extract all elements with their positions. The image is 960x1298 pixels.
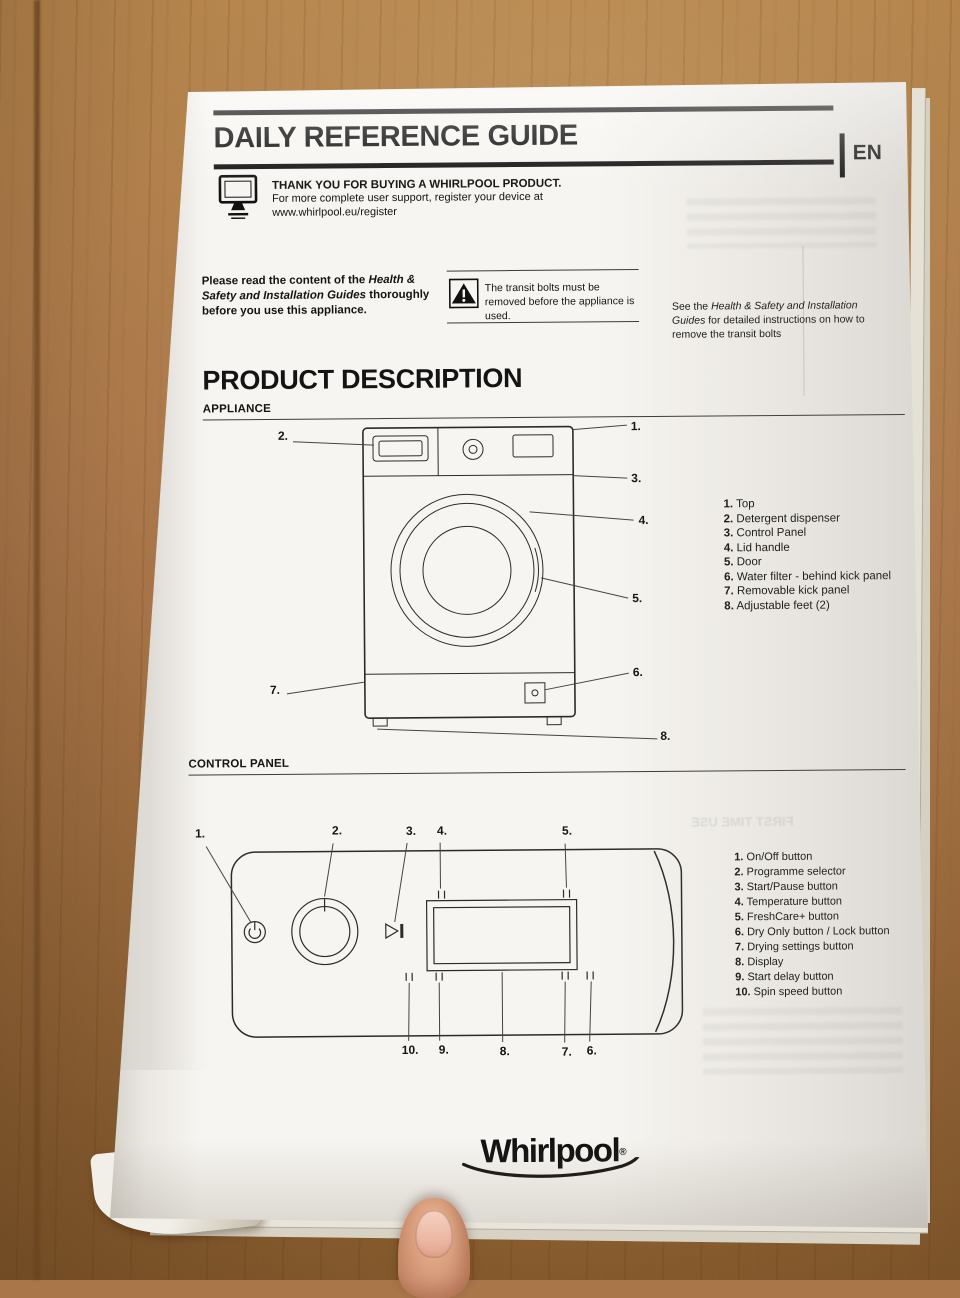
control-legend-item: 3. Start/Pause button (734, 879, 889, 895)
appliance-legend-item: 6. Water filter - behind kick panel (724, 569, 891, 585)
appliance-legend-item: 4. Lid handle (724, 540, 891, 556)
logo-swoosh (454, 1157, 654, 1187)
appliance-legend-item: 8. Adjustable feet (2) (724, 598, 891, 614)
control-callout-5: 5. (562, 824, 572, 838)
control-legend-item: 2. Programme selector (734, 864, 889, 880)
control-callout-8: 8. (500, 1044, 510, 1058)
control-callout-9: 9. (439, 1043, 449, 1057)
lang-divider-bar (840, 133, 845, 177)
warning-icon (449, 278, 479, 308)
safety-notice: Please read the content of the Health & … (202, 273, 446, 320)
whirlpool-logo: Whirlpool® (448, 1131, 658, 1193)
control-callout-6: 6. (587, 1043, 597, 1057)
appliance-callout-5: 5. (632, 591, 642, 605)
control-legend-item: 8. Display (735, 954, 890, 970)
control-callout-4: 4. (437, 824, 447, 838)
appliance-heading: APPLIANCE (203, 403, 271, 416)
control-panel-rule (189, 769, 906, 776)
control-legend-item: 5. FreshCare+ button (735, 909, 890, 925)
control-callout-3: 3. (406, 824, 416, 838)
control-callout-2: 2. (332, 823, 342, 837)
language-badge: EN (853, 141, 882, 165)
appliance-callout-1: 1. (631, 419, 641, 433)
appliance-legend-item: 7. Removable kick panel (724, 583, 891, 599)
appliance-callout-2: 2. (278, 429, 288, 443)
control-legend-item: 10. Spin speed button (735, 984, 890, 1000)
control-legend-item: 6. Dry Only button / Lock button (735, 924, 890, 940)
appliance-callout-4: 4. (639, 513, 649, 527)
transit-warning-text: The transit bolts must be removed before… (485, 281, 643, 324)
control-panel-diagram (186, 818, 748, 1062)
appliance-callout-7: 7. (270, 683, 280, 697)
title-rule-top (213, 106, 833, 116)
appliance-legend-item: 5. Door (724, 554, 891, 570)
showthrough-smudge (686, 197, 876, 248)
monitor-icon (218, 174, 260, 224)
control-legend-item: 4. Temperature button (735, 894, 890, 910)
transit-side-note: See the Health & Safety and Installation… (672, 299, 872, 342)
side-note-part1: See the (672, 300, 711, 312)
control-legend-item: 9. Start delay button (735, 969, 890, 985)
control-callout-1: 1. (195, 826, 205, 840)
product-description-heading: PRODUCT DESCRIPTION (202, 363, 522, 397)
control-legend-item: 1. On/Off button (734, 849, 889, 865)
title-rule-bottom (214, 160, 834, 170)
register-text-block: THANK YOU FOR BUYING A WHIRLPOOL PRODUCT… (272, 177, 582, 220)
control-callout-10: 10. (402, 1043, 419, 1057)
control-panel-heading: CONTROL PANEL (188, 758, 289, 771)
manual-page: DAILY REFERENCE GUIDE EN THANK YOU FOR B… (100, 80, 928, 1230)
wood-grain-seam (34, 0, 40, 1280)
register-url: www.whirlpool.eu/register (272, 204, 582, 221)
register-body: For more complete user support, register… (272, 189, 582, 206)
control-legend-item: 7. Drying settings button (735, 939, 890, 955)
appliance-callout-6: 6. (633, 665, 643, 679)
appliance-callout-3: 3. (631, 471, 641, 485)
appliance-legend-item: 2. Detergent dispenser (724, 511, 891, 527)
page-content: DAILY REFERENCE GUIDE EN THANK YOU FOR B… (95, 77, 932, 1233)
appliance-legend: 1. Top 2. Detergent dispenser 3. Control… (723, 496, 891, 613)
transit-rule-top (447, 269, 639, 272)
control-callout-7: 7. (562, 1045, 572, 1059)
control-panel-legend: 1. On/Off button 2. Programme selector 3… (734, 849, 890, 1000)
washing-machine-diagram (193, 418, 716, 752)
fingernail (415, 1210, 453, 1258)
safety-notice-part1: Please read the content of the (202, 274, 369, 287)
appliance-callout-8: 8. (660, 729, 670, 743)
appliance-legend-item: 1. Top (723, 496, 890, 512)
finger (398, 1198, 470, 1298)
appliance-legend-item: 3. Control Panel (724, 525, 891, 541)
page-title: DAILY REFERENCE GUIDE (213, 120, 578, 156)
